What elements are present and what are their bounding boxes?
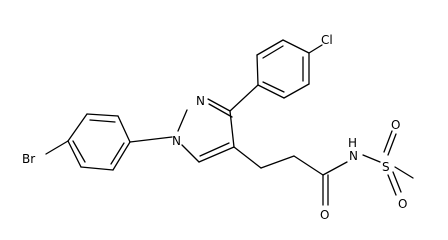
structure-diagram: Cl N N Br O H N S O O — [22, 33, 414, 222]
sulfonyl-oxygen-top-label: O — [391, 118, 400, 132]
bromophenyl-ring — [45, 113, 173, 171]
pyrazole-ring — [177, 84, 259, 163]
amide-nitrogen-label: N — [349, 149, 358, 163]
chlorophenyl-ring — [256, 39, 323, 99]
nitrogen-label-n1: N — [172, 134, 181, 148]
sulfur-label: S — [382, 160, 390, 174]
sulfonyl-group — [362, 130, 414, 196]
chlorine-label: Cl — [321, 33, 333, 47]
sulfonyl-oxygen-bottom-label: O — [398, 197, 407, 211]
carbonyl-oxygen-label: O — [320, 208, 329, 222]
nitrogen-label-n2: N — [196, 94, 205, 108]
propanamide-chain — [233, 146, 348, 206]
amide-hydrogen-label: H — [348, 136, 357, 150]
bromine-label: Br — [22, 152, 35, 166]
